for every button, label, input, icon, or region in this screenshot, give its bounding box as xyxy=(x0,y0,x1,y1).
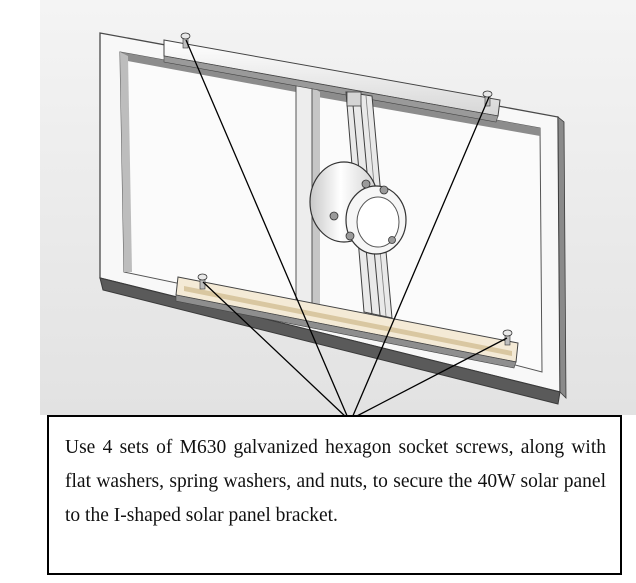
vertical-bracket-top-cap xyxy=(346,91,362,107)
clamp-bolt-1 xyxy=(361,179,371,189)
panel-cell-left-side-shadow xyxy=(120,52,132,272)
screw-top-left xyxy=(180,32,191,49)
panel-frame-right-edge xyxy=(557,116,567,399)
callout-line-top-right xyxy=(351,96,490,419)
top-mounting-rail-lip xyxy=(163,55,499,123)
callout-line-bottom-left xyxy=(202,281,348,419)
clamp-bolt-5 xyxy=(388,236,396,244)
clamp-bolt-2 xyxy=(379,185,389,195)
pole-clamp-inner-ring xyxy=(356,196,400,248)
caption-text: Use 4 sets of M630 galvanized hexagon so… xyxy=(65,437,606,526)
clamp-bolt-4 xyxy=(329,211,339,221)
callout-line-bottom-right xyxy=(352,337,508,419)
screw-bottom-right xyxy=(502,329,513,346)
clamp-bolt-3 xyxy=(345,231,355,241)
caption-box: Use 4 sets of M630 galvanized hexagon so… xyxy=(47,415,622,575)
panel-frame-bottom-edge xyxy=(99,277,561,405)
bottom-mounting-rail-lip xyxy=(175,294,517,369)
bottom-mounting-rail-groove xyxy=(184,286,512,356)
callout-line-top-left xyxy=(185,39,349,419)
